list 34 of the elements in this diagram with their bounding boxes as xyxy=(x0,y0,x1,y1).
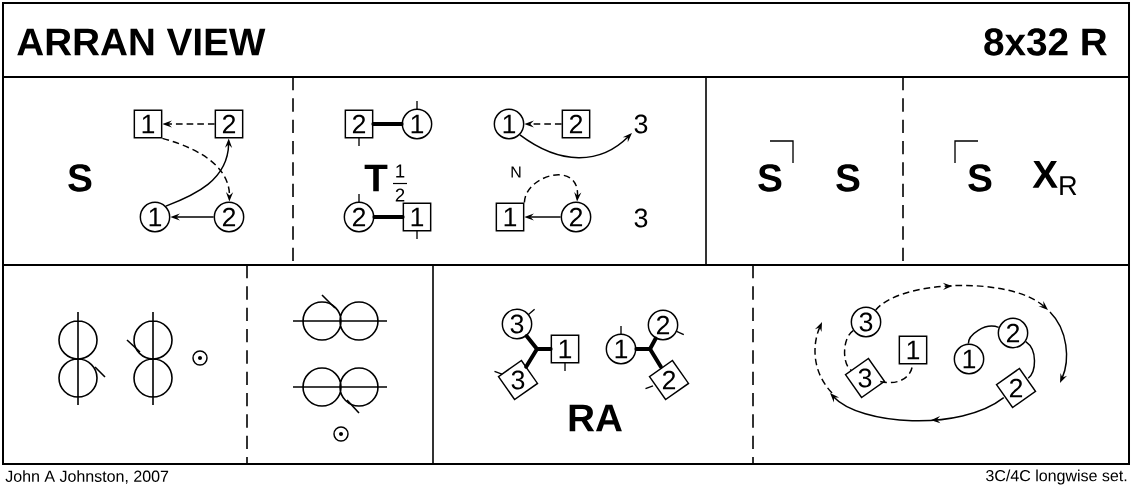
figure-symbol: X$_{R}$ xyxy=(1032,161,1077,195)
dancer-square: 2 xyxy=(344,109,374,147)
arrow xyxy=(830,393,1005,424)
arm-link xyxy=(648,336,658,351)
arm-link xyxy=(648,347,663,369)
edge-label: N xyxy=(508,165,524,179)
bar-count: 3 xyxy=(634,114,648,134)
set-description: 3C/4C longwise set. xyxy=(986,469,1127,485)
dancer-square: 2 xyxy=(561,109,591,139)
bar-count: 3 xyxy=(634,208,648,228)
dancer-square: 1 xyxy=(495,202,525,232)
figure-symbol: RA xyxy=(569,404,622,432)
figure-symbol: S xyxy=(68,164,92,192)
title: ARRAN VIEW xyxy=(17,28,266,56)
arm-link xyxy=(535,347,553,351)
dance-info: 8x32 R xyxy=(984,28,1107,56)
dancer-square: 1 xyxy=(898,335,928,365)
fraction-digit: 2 xyxy=(395,188,405,202)
figure-symbol: S xyxy=(758,164,782,192)
figure-symbol: S xyxy=(968,164,992,192)
dancer-square: 2 xyxy=(214,109,244,139)
dancer-square: 1 xyxy=(550,334,580,372)
figure-symbol: S xyxy=(836,164,860,192)
arrow xyxy=(874,282,1048,311)
arm-link xyxy=(634,347,652,351)
author-credit: John A Johnston, 2007 xyxy=(5,470,169,484)
arm-link xyxy=(524,334,539,351)
arrow xyxy=(523,174,582,204)
arrow xyxy=(519,133,632,159)
arm-link xyxy=(524,347,539,369)
dancer-square: 1 xyxy=(402,202,432,240)
dancer-square: 1 xyxy=(133,109,163,139)
figure-symbol: T xyxy=(364,164,388,192)
fraction-digit: 1 xyxy=(396,164,405,178)
